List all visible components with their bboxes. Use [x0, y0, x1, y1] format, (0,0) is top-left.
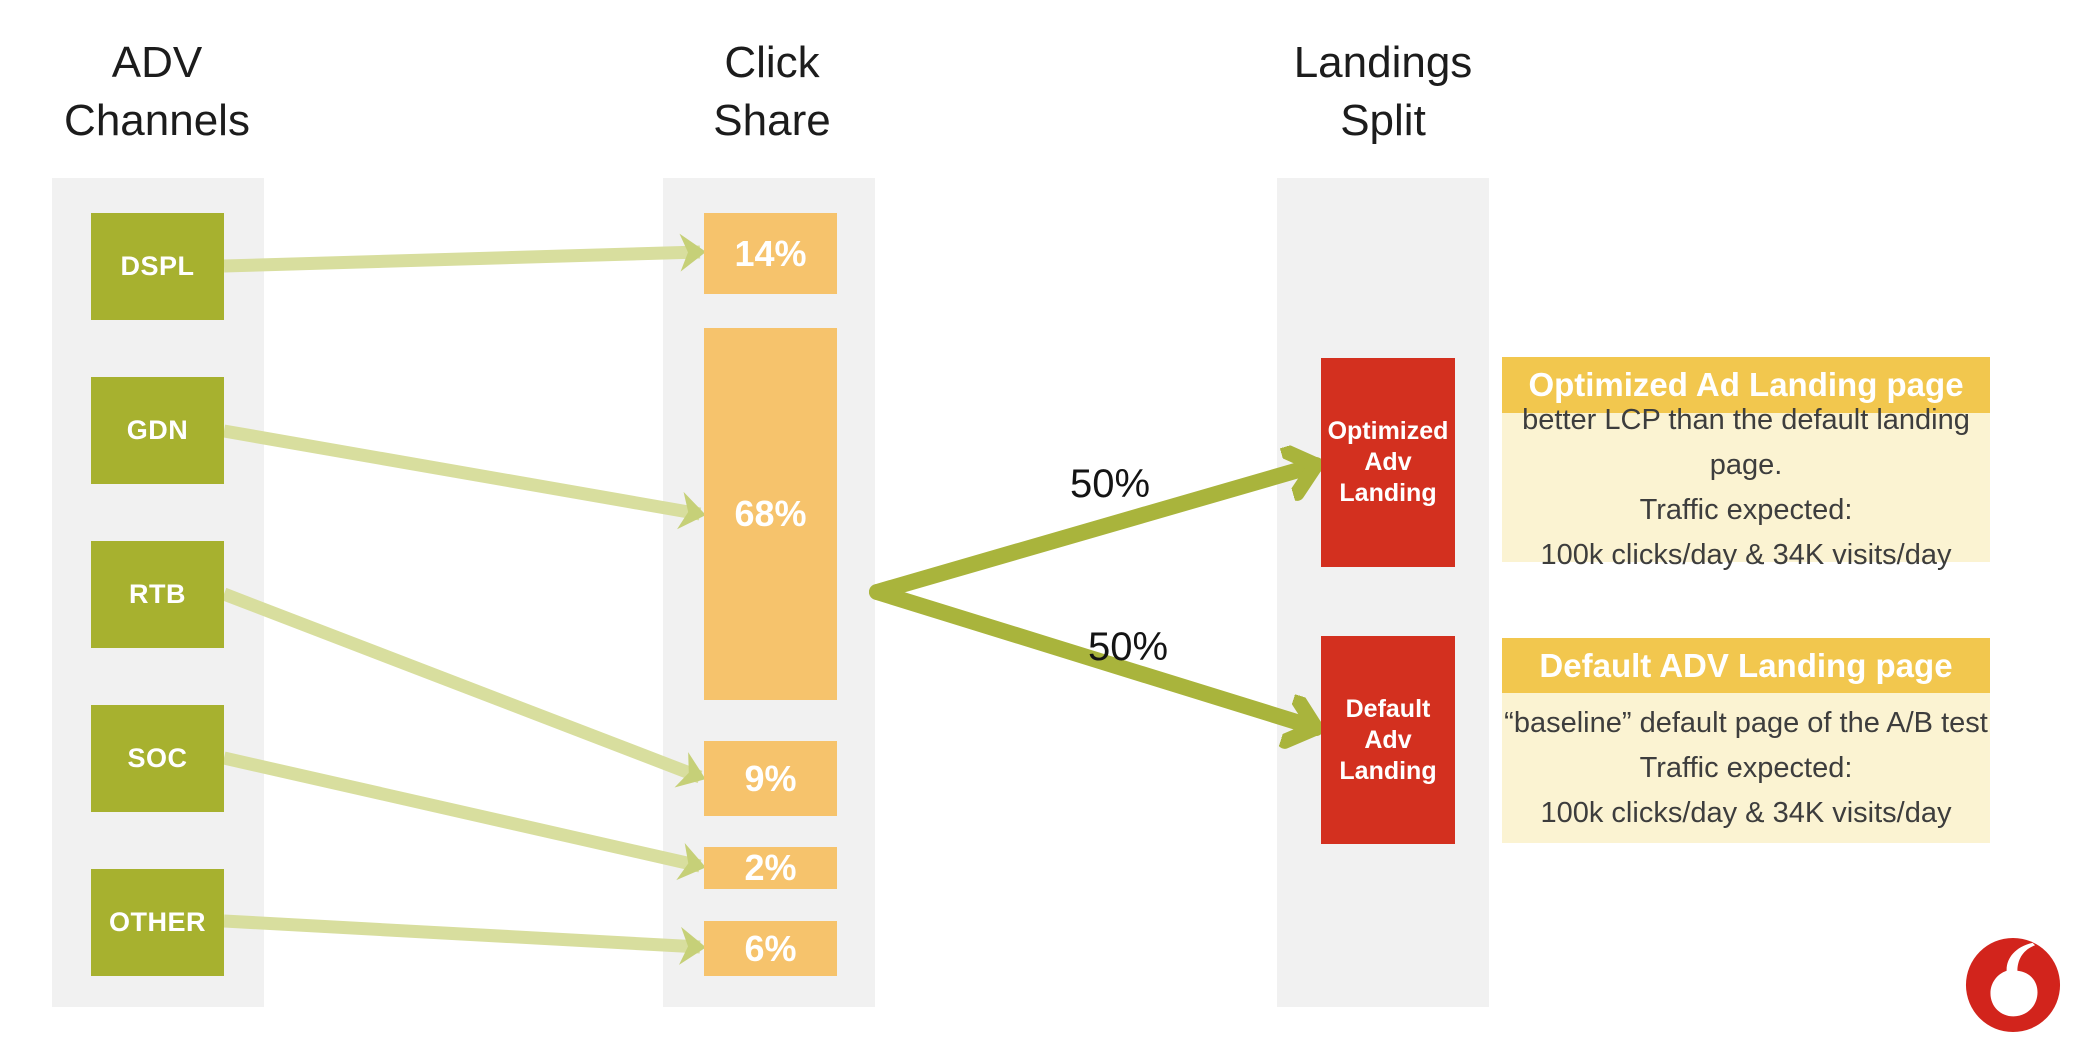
click-share-block-2: 2% — [704, 847, 837, 889]
default-panel-body: “baseline” default page of the A/B test … — [1502, 693, 1990, 843]
default-panel-line-2: Traffic expected: — [1639, 751, 1853, 784]
click-share-title: Click Share — [713, 38, 831, 145]
vodafone-logo-icon — [1965, 937, 2061, 1033]
arrow-gdn-to-68 — [222, 424, 706, 530]
channel-node-rtb: RTB — [91, 541, 224, 648]
split-percent-top: 50% — [1069, 462, 1151, 506]
landing-node-optimized: Optimized Adv Landing — [1321, 358, 1455, 567]
adv-channels-title: ADV Channels — [64, 38, 250, 145]
default-panel-line-3: 100k clicks/day & 34K visits/day — [1540, 796, 1952, 829]
click-share-block-9: 9% — [704, 741, 837, 816]
channel-node-soc: SOC — [91, 705, 224, 812]
click-share-block-6: 6% — [704, 921, 837, 976]
optimized-panel-line-2: Traffic expected: — [1639, 493, 1853, 526]
default-panel-title: Default ADV Landing page — [1502, 638, 1990, 693]
arrow-dspl-to-14 — [223, 233, 706, 273]
landings-split-column — [1277, 178, 1489, 1007]
split-percent-bottom: 50% — [1087, 625, 1169, 669]
optimized-panel-line-3: 100k clicks/day & 34K visits/day — [1540, 538, 1952, 571]
arrow-soc-to-2 — [222, 751, 706, 881]
landings-split-title: Landings Split — [1293, 38, 1473, 145]
channel-node-dspl: DSPL — [91, 213, 224, 320]
default-panel-line-1: “baseline” default page of the A/B test — [1504, 706, 1988, 739]
optimized-panel-line-1: better LCP than the default landing page… — [1522, 403, 1970, 481]
channel-node-other: OTHER — [91, 869, 224, 976]
vodafone-logo-speechmark — [1990, 942, 2038, 1017]
optimized-panel-body: better LCP than the default landing page… — [1502, 404, 1990, 571]
optimized-panel-title: Optimized Ad Landing page — [1502, 357, 1990, 413]
landing-node-default: Default Adv Landing — [1321, 636, 1455, 844]
click-share-block-14: 14% — [704, 213, 837, 294]
channel-node-gdn: GDN — [91, 377, 224, 484]
arrow-other-to-6 — [223, 914, 706, 965]
arrow-rtb-to-9 — [221, 587, 706, 788]
click-share-block-68: 68% — [704, 328, 837, 700]
